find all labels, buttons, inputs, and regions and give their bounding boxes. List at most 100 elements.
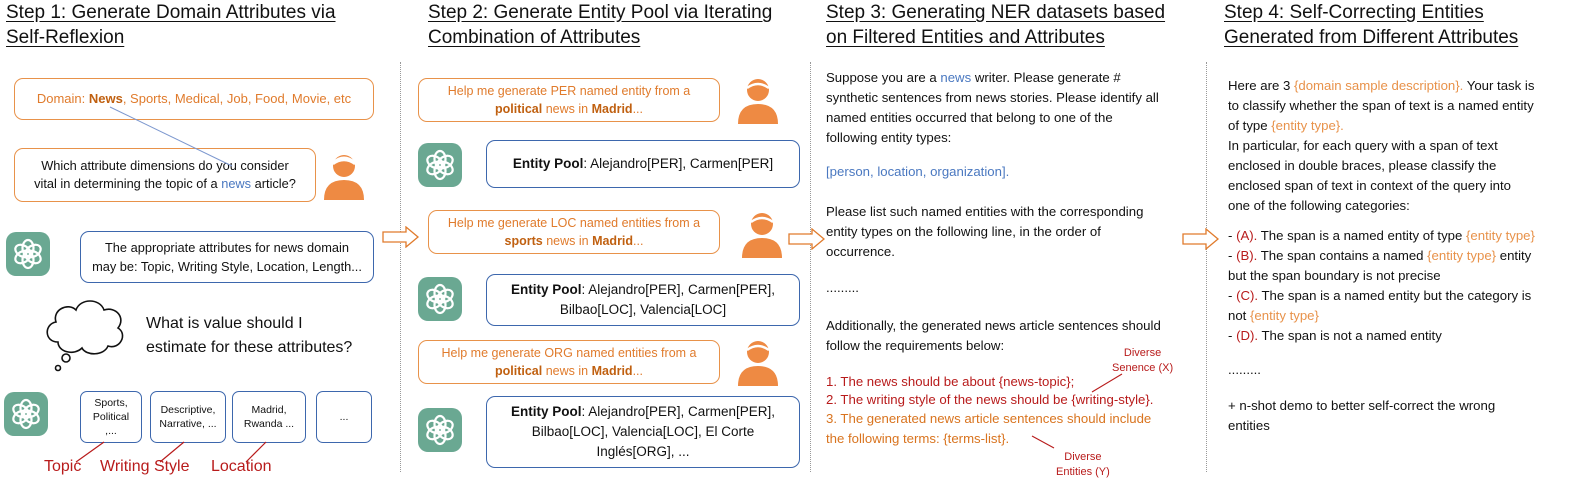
sc-line7: one of the following categories: [1228,198,1410,213]
style-val-1: Descriptive, [160,404,216,416]
request-per-end: ... [632,102,643,116]
topic-val-3: ,... [105,425,117,437]
req3-line2: the following terms: {terms-list}. [826,431,1010,446]
note-x-line2: Senence (X) [1112,362,1174,374]
intro-line2: synthetic sentences from news stories. P… [826,90,1159,105]
topic-val-1: Sports, [94,397,128,409]
list-line2: entity types on the following line, in t… [826,224,1101,239]
request-per-location: Madrid [591,102,633,116]
attribute-values-location-box: Madrid,Rwanda ... [232,391,306,443]
step1-title-line2: Self-Reflexion [6,27,125,48]
request-per-topic: political [495,102,543,116]
step3-title: Step 3: Generating NER datasets based on… [826,0,1165,50]
requirement-2: 2. The writing style of the news should … [826,392,1154,407]
option-b-text: The span contains a named [1257,248,1428,263]
step4-title-line1: Step 4: Self-Correcting Entities [1224,2,1484,23]
location-val-1: Madrid, [251,404,287,416]
option-d-text: The span is not a named entity [1258,328,1442,343]
sc-domain: {domain sample description}. [1293,78,1464,93]
entity-pool-3-line3: Inglés[ORG], ... [596,444,690,459]
note-connectors [1031,373,1123,449]
n-shot-demo-note: + n-shot demo to better self-correct the… [1228,396,1572,436]
thought-text: What is value should I estimate for thes… [146,312,352,360]
domain-box: Domain: News, Sports, Medical, Job, Food… [14,78,374,120]
note-diverse-entities: Diverse Entities (Y) [1056,450,1110,480]
requirement-3: 3. The generated news article sentences … [826,409,1206,449]
chatgpt-icon [4,392,48,436]
entity-pool-3-box: Entity Pool: Alejandro[PER], Carmen[PER]… [486,396,800,468]
intro-news: news [940,70,972,85]
attribute-answer-box: The appropriate attributes for news doma… [80,231,374,283]
demo-line2: entities [1228,418,1270,433]
request-org-box: Help me generate ORG named entities from… [418,340,720,384]
sc-entity-type: {entity type}. [1271,118,1344,133]
label-location: Location [211,458,272,475]
option-a-type: {entity type} [1466,228,1535,243]
sc-line5: enclosed in double braces, please classi… [1228,158,1497,173]
option-d: - (D). The span is not a named entity [1228,326,1572,346]
option-c-line2: not {entity type} [1228,306,1572,326]
step1-title: Step 1: Generate Domain Attributes via S… [6,0,336,50]
option-c-not: not [1228,308,1250,323]
step2-title: Step 2: Generate Entity Pool via Iterati… [428,0,772,50]
ner-prompt-requirements-intro: Additionally, the generated news article… [826,316,1206,356]
sc-line3a: of type [1228,118,1272,133]
intro-b: writer. Please generate # [971,70,1121,85]
label-topic: Topic [44,458,82,475]
note-y-line2: Entities (Y) [1056,466,1110,478]
label-writing-style: Writing Style [100,458,190,475]
chatgpt-icon [418,277,462,321]
option-c: - (C). The span is a named entity but th… [1228,286,1572,306]
sc-line2: to classify whether the span of text is … [1228,98,1534,113]
sc-line4: In particular, for each query with a spa… [1228,138,1498,153]
option-c-tag: (C). [1236,288,1259,303]
option-b: - (B). The span contains a named {entity… [1228,246,1572,266]
entity-pool-1-label: Entity Pool [512,156,584,171]
note-diverse-sentence: Diverse Senence (X) [1112,346,1173,376]
separator-3 [1206,62,1207,472]
request-loc-topic: sports [504,234,543,248]
step4-title: Step 4: Self-Correcting Entities Generat… [1224,0,1518,50]
req-intro-line1: Additionally, the generated news article… [826,318,1161,333]
request-org-topic: political [495,364,543,378]
chatgpt-icon [418,408,462,452]
intro-line4: following entity types: [826,130,952,145]
request-org-location: Madrid [591,364,633,378]
note-x-line1: Diverse [1123,347,1162,359]
option-c-type: {entity type} [1250,308,1319,323]
domain-rest: , Sports, Medical, Job, Food, Movie, etc [122,91,352,106]
sc-ellipsis-dots: ......... [1228,362,1261,377]
user-icon [324,155,364,200]
ner-prompt-list-instruction: Please list such named entities with the… [826,202,1206,262]
arrow-right-icon [788,228,826,250]
option-b-dash: - [1228,248,1237,263]
domain-prefix: Domain: [36,91,89,106]
intro-line3: named entities occurred that belong to o… [826,110,1113,125]
entity-types-list: [person, location, organization]. [826,164,1010,179]
request-per-text: Help me generate PER named entity from a [447,84,691,98]
option-b-tag: (B). [1236,248,1258,263]
step4-title-line2: Generated from Different Attributes [1224,27,1519,48]
entity-pool-3-label: Entity Pool [510,404,582,419]
user-icon [738,79,778,124]
question-line2a: vital in determining the topic of a [34,176,222,191]
option-d-tag: (D). [1236,328,1259,343]
entity-pool-2-label: Entity Pool [510,282,582,297]
request-per-box: Help me generate PER named entity from a… [418,78,720,122]
step2-title-line2: Combination of Attributes [428,27,641,48]
req3-line1: 3. The generated news article sentences … [826,411,1152,426]
option-a: - (A). The span is a named entity of typ… [1228,226,1572,246]
request-loc-end: ... [633,234,644,248]
option-a-text: The span is a named entity of type [1257,228,1466,243]
arrow-right-icon [382,226,420,248]
step1-title-line1: Step 1: Generate Domain Attributes via [6,2,336,23]
question-line1: Which attribute dimensions do you consid… [41,158,289,173]
attribute-question-box: Which attribute dimensions do you consid… [14,148,316,202]
thought-line2: estimate for these attributes? [146,339,353,356]
step3-title-line1: Step 3: Generating NER datasets based [826,2,1166,23]
style-val-2: Narrative, ... [159,418,217,430]
note-y-line1: Diverse [1064,451,1102,463]
user-icon [742,213,782,258]
option-b-text2: entity [1496,248,1532,263]
question-line2b: article? [251,176,296,191]
